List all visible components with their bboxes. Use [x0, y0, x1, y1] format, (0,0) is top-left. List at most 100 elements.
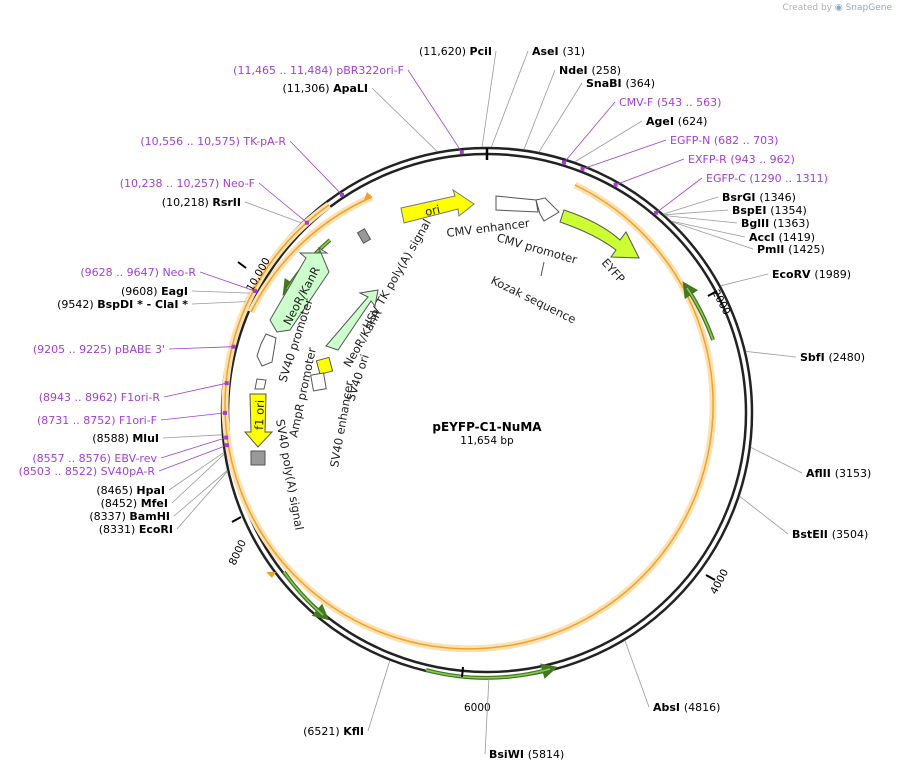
enzyme-position: (1354)	[770, 204, 807, 217]
enzyme-site: NdeI (258)	[523, 64, 621, 150]
enzyme-name: AseI	[532, 45, 562, 58]
primer-site: (10,238 .. 10,257) Neo-F	[120, 177, 309, 225]
enzyme-label: AflII (3153)	[806, 467, 871, 480]
feature-f1-ori-label: f1 ori	[252, 400, 267, 430]
enzyme-leader	[624, 640, 650, 708]
enzyme-label: AccI (1419)	[749, 231, 815, 244]
enzyme-name: ApaLI	[333, 82, 368, 95]
primer-leader	[160, 437, 227, 459]
primer-leader	[407, 69, 463, 153]
primer-site: (8503 .. 8522) SV40pA-R	[19, 443, 229, 478]
enzyme-site: (9542) BspDI * - ClaI *	[57, 298, 246, 311]
plasmid-size: 11,654 bp	[460, 435, 514, 447]
primer-site: (8557 .. 8576) EBV-rev	[32, 435, 229, 465]
enzyme-position: (8588)	[92, 432, 132, 445]
feature-f1-ori-arrow	[243, 393, 274, 448]
primer-site: EXFP-R (943 .. 962)	[613, 153, 795, 187]
enzyme-name: BsiWI	[489, 748, 528, 761]
enzyme-name: BstEII	[792, 528, 832, 541]
enzyme-leader	[720, 273, 769, 287]
enzyme-position: (9542)	[57, 298, 97, 311]
primer-leader	[163, 382, 227, 398]
primer-marker	[459, 150, 464, 155]
enzyme-label: (8588) MluI	[92, 432, 159, 445]
primer-label: CMV-F (543 .. 563)	[619, 96, 721, 109]
feature-neor-arrow-2	[325, 289, 379, 351]
enzyme-position: (6521)	[303, 725, 343, 738]
enzyme-label: (8337) BamHI	[89, 510, 170, 523]
primer-marker	[231, 344, 236, 349]
primer-label: (10,556 .. 10,575) TK-pA-R	[140, 135, 286, 148]
enzyme-name: MluI	[132, 432, 159, 445]
feature-ampr-promoter-arrow	[254, 378, 267, 390]
enzyme-label: PmlI (1425)	[757, 243, 825, 256]
enzyme-position: (1346)	[759, 191, 796, 204]
primer-site: EGFP-C (1290 .. 1311)	[654, 172, 828, 215]
enzyme-name: PmlI	[757, 243, 788, 256]
enzyme-label: (6521) KflI	[303, 725, 364, 738]
primer-label: EGFP-C (1290 .. 1311)	[706, 172, 828, 185]
primer-marker	[340, 192, 344, 197]
enzyme-leader	[750, 446, 803, 474]
enzyme-name: EagI	[161, 285, 188, 298]
enzyme-site: (8452) MfeI	[101, 453, 225, 510]
enzyme-label: SnaBI (364)	[586, 77, 655, 90]
enzyme-label: (8452) MfeI	[101, 497, 168, 510]
primer-site: (8943 .. 8962) F1ori-R	[39, 381, 229, 404]
feature-kozak-label: Kozak sequence	[489, 273, 579, 326]
enzyme-name: KflI	[343, 725, 364, 738]
primer-label: (9205 .. 9225) pBABE 3'	[33, 343, 165, 356]
primer-label: (9628 .. 9647) Neo-R	[80, 266, 196, 279]
primer-site: (9205 .. 9225) pBABE 3'	[33, 343, 236, 356]
enzyme-name: SnaBI	[586, 77, 625, 90]
enzyme-name: AflII	[806, 467, 835, 480]
primer-leader	[168, 346, 234, 350]
feature-sv40-promoter-arrow	[256, 333, 277, 367]
enzyme-name: AbsI	[653, 701, 684, 714]
snapgene-logo: ◉ SnapGene	[834, 3, 892, 13]
primer-label: (10,238 .. 10,257) Neo-F	[120, 177, 255, 190]
enzyme-name: AgeI	[646, 115, 678, 128]
primer-label: (8943 .. 8962) F1ori-R	[39, 391, 161, 404]
enzyme-leader	[523, 69, 556, 150]
enzyme-position: (1989)	[814, 268, 851, 281]
enzyme-site: AccI (1419)	[671, 220, 815, 244]
enzyme-name: AccI	[749, 231, 778, 244]
enzyme-position: (3153)	[835, 467, 872, 480]
enzyme-label: AseI (31)	[532, 45, 585, 58]
enzyme-label: NdeI (258)	[559, 64, 621, 77]
primer-leader	[199, 271, 256, 292]
primer-leader	[160, 412, 226, 421]
enzyme-position: (11,306)	[283, 82, 334, 95]
enzyme-position: (1425)	[788, 243, 825, 256]
enzyme-label: BstEII (3504)	[792, 528, 868, 541]
enzyme-site: AgeI (624)	[574, 115, 707, 163]
enzyme-position: (1419)	[778, 231, 815, 244]
enzyme-site: AflII (3153)	[750, 446, 871, 480]
enzyme-label: (9608) EagI	[121, 285, 188, 298]
enzyme-leader	[168, 452, 225, 491]
enzyme-position: (364)	[625, 77, 655, 90]
enzyme-leader	[739, 495, 789, 535]
enzyme-site: BglII (1363)	[665, 215, 810, 230]
enzyme-site: BspEI (1354)	[664, 204, 807, 217]
primer-leader	[655, 177, 703, 214]
enzyme-label: (10,218) RsrII	[162, 196, 241, 209]
primer-marker	[223, 410, 227, 415]
enzyme-name: BspDI * - ClaI *	[97, 298, 188, 311]
enzyme-site: AbsI (4816)	[624, 640, 720, 714]
enzyme-name: HpaI	[136, 484, 165, 497]
enzyme-leader	[538, 82, 583, 153]
enzyme-position: (1363)	[773, 217, 810, 230]
enzyme-label: AbsI (4816)	[653, 701, 720, 714]
enzyme-label: BsiWI (5814)	[489, 748, 564, 761]
enzyme-site: SnaBI (364)	[538, 77, 655, 153]
enzyme-name: EcoRI	[139, 523, 173, 536]
primer-marker	[304, 220, 309, 225]
enzyme-name: PciI	[470, 45, 492, 58]
enzyme-site: BsrGI (1346)	[663, 191, 796, 215]
primer-site: (9628 .. 9647) Neo-R	[80, 266, 258, 294]
feature-neor-arrow-1	[269, 246, 330, 333]
primer-leader	[258, 182, 308, 224]
